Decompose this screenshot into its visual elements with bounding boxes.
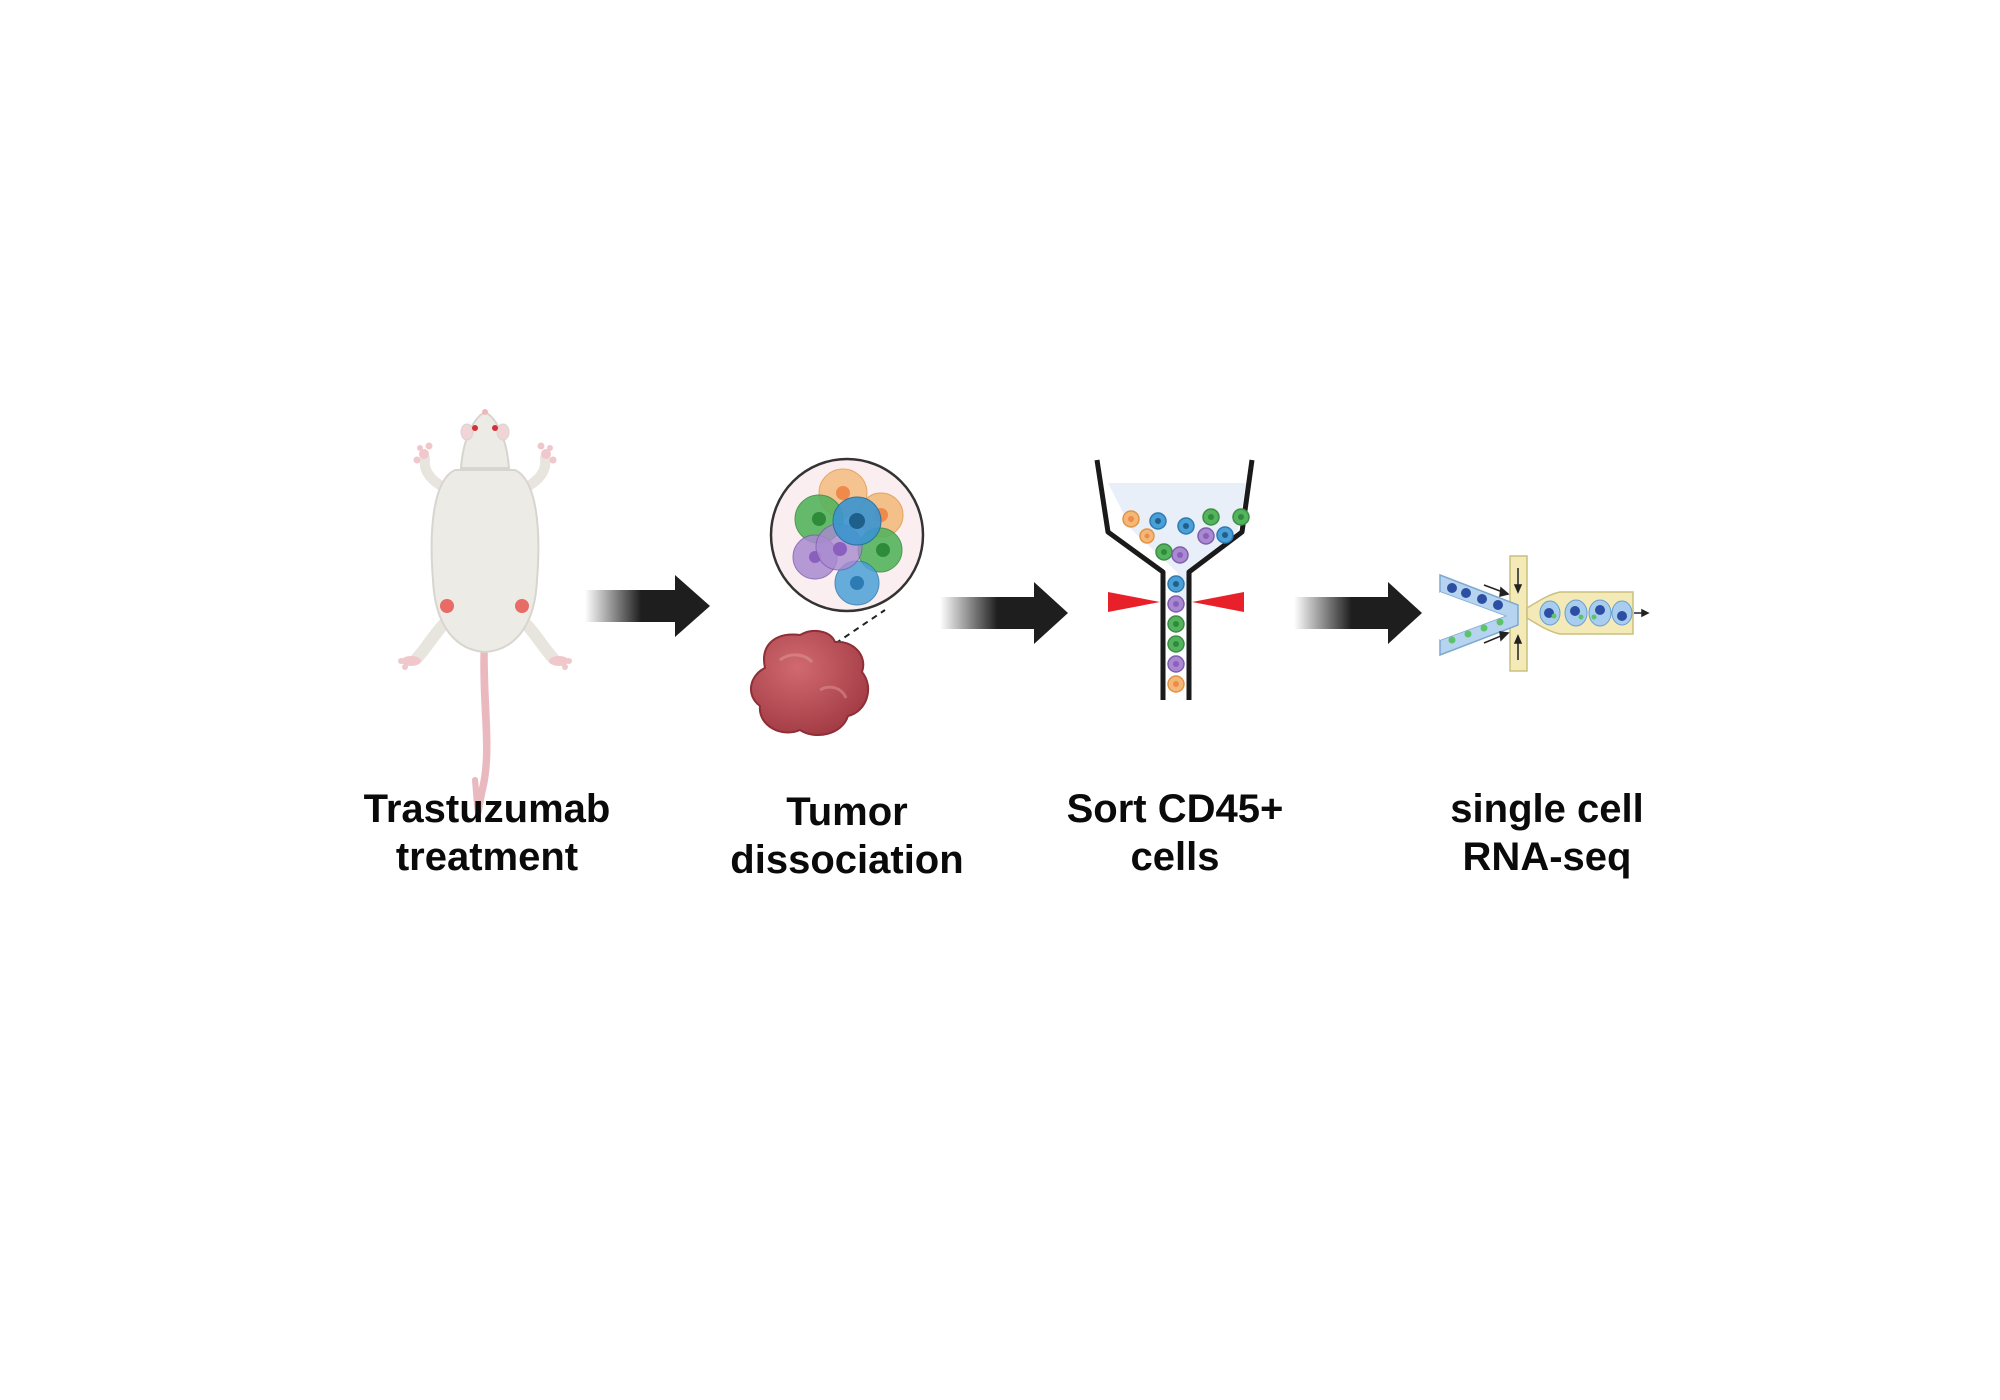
mouse-icon [398, 409, 572, 817]
cell-cluster-icon [769, 457, 925, 613]
step-label-sort: Sort CD45+ cells [1005, 785, 1345, 881]
step-label-rnaseq: single cell RNA-seq [1377, 785, 1717, 881]
step-label-line: Sort CD45+ [1066, 787, 1284, 831]
step-label-line: treatment [395, 835, 579, 879]
tumor-icon [750, 629, 870, 737]
cell-sorter-icon [1094, 459, 1255, 700]
step-label-line: dissociation [730, 838, 964, 882]
step-label-dissociation: Tumor dissociation [677, 788, 1017, 884]
step-label-treatment: Trastuzumab treatment [317, 785, 657, 881]
step-label-line: RNA-seq [1462, 835, 1632, 879]
step-label-line: Tumor [786, 790, 908, 834]
laser-icon [1108, 592, 1160, 612]
microfluidic-droplet-icon [1439, 555, 1650, 672]
step-label-line: single cell [1450, 787, 1644, 831]
arrow-icon [585, 575, 710, 637]
step-label-line: Trastuzumab [363, 787, 611, 831]
arrow-icon [940, 582, 1068, 644]
arrow-icon [1294, 582, 1422, 644]
step-label-line: cells [1130, 835, 1220, 879]
laser-icon [1192, 592, 1244, 612]
tumor-dissociation-group [750, 457, 925, 737]
